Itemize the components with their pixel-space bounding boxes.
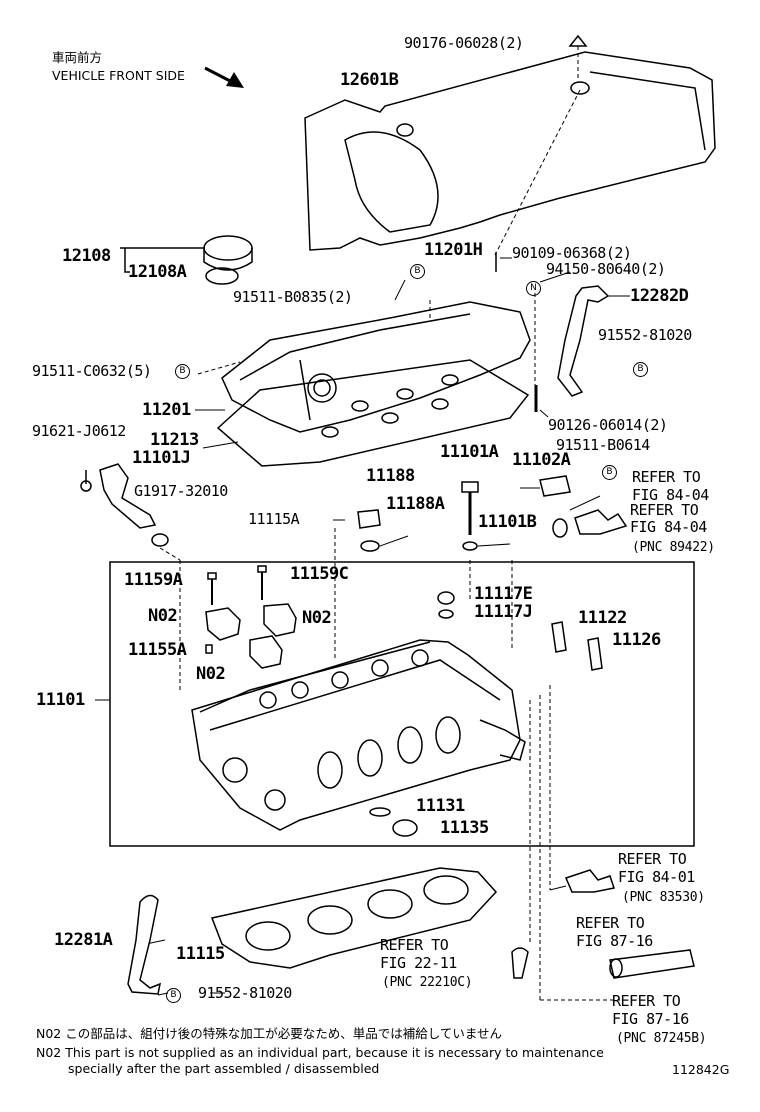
ref-6-line-1: REFER TO — [612, 992, 681, 1010]
cylinder-head-group-box — [109, 561, 695, 847]
ref-4-line-2: FIG 87-16 — [576, 932, 653, 950]
part-11101b: 11101B — [478, 512, 537, 532]
part-11155a: 11155A — [128, 640, 187, 660]
part-11102a: 11102A — [512, 450, 571, 470]
part-11115: 11115 — [176, 944, 225, 964]
ref-5-line-1: REFER TO — [380, 936, 449, 954]
part-11159c: 11159C — [290, 564, 349, 584]
part-11117e: 11117E — [474, 584, 533, 604]
part-11126: 11126 — [612, 630, 661, 650]
bearing-caps — [205, 565, 297, 669]
ref-4-line-1: REFER TO — [576, 914, 645, 932]
part-12282d: 12282D — [630, 286, 689, 306]
ref-2-line-3: (PNC 89422) — [632, 540, 715, 555]
part-12281a: 12281A — [54, 930, 113, 950]
ref-5-line-2: FIG 22-11 — [380, 954, 457, 972]
part-11117j: 11117J — [474, 602, 533, 622]
part-11135: 11135 — [440, 818, 489, 838]
part-11188a: 11188A — [386, 494, 445, 514]
part-11201: 11201 — [142, 400, 191, 420]
part-94150: 94150-80640(2) — [546, 260, 666, 278]
part-11159a: 11159A — [124, 570, 183, 590]
part-11188: 11188 — [366, 466, 415, 486]
part-11213: 11213 — [150, 430, 199, 450]
valve-cover-gasket — [216, 359, 530, 467]
part-11115a: 11115A — [248, 510, 300, 528]
bolt-11101a — [461, 481, 511, 551]
front-label-en: VEHICLE FRONT SIDE — [52, 68, 185, 83]
part-11131: 11131 — [416, 796, 465, 816]
part-11101a: 11101A — [440, 442, 499, 462]
bracket-12281a — [127, 894, 162, 995]
part-11101: 11101 — [36, 690, 85, 710]
ref-6-line-2: FIG 87-16 — [612, 1010, 689, 1028]
oil-control-valve — [80, 463, 169, 547]
footnote-jp: N02 この部品は、組付け後の特殊な加工が必要なため、単品では補給していません — [36, 1026, 502, 1041]
ref-3-line-1: REFER TO — [618, 850, 687, 868]
front-label-jp: 車両前方 — [52, 50, 103, 65]
cover-nut — [568, 34, 588, 47]
part-11122: 11122 — [578, 608, 627, 628]
ref-1-line-1: REFER TO — [632, 468, 701, 486]
part-91621: 91621-J0612 — [32, 422, 126, 440]
sensor-parts — [520, 475, 628, 538]
head-gasket — [210, 867, 498, 969]
part-12108a: 12108A — [128, 262, 187, 282]
dashed-leaders-top — [197, 46, 581, 385]
note-n02-c: N02 — [196, 664, 226, 684]
marker-b-2: B — [633, 362, 648, 377]
ref-3-line-3: (PNC 83530) — [622, 890, 705, 905]
plug-11188 — [357, 509, 409, 552]
marker-b-3: B — [175, 364, 190, 379]
footnote-en-1: N02 This part is not supplied as an indi… — [36, 1045, 604, 1060]
part-91552-a: 91552-81020 — [598, 326, 692, 344]
front-direction-arrow — [204, 66, 244, 88]
part-91552-b: 91552-81020 — [198, 984, 292, 1002]
marker-b-4: B — [602, 465, 617, 480]
footnote-en-2: specially after the part assembled / dis… — [68, 1061, 380, 1076]
part-90176: 90176-06028(2) — [404, 34, 524, 52]
ref-2-line-1: REFER TO — [630, 501, 699, 519]
part-91511-b0835: 91511-B0835(2) — [233, 288, 353, 306]
engine-cover — [304, 51, 716, 251]
ref-3-line-2: FIG 84-01 — [618, 868, 695, 886]
valve-cover — [221, 301, 531, 438]
marker-n: N — [526, 281, 541, 296]
ref-5-line-3: (PNC 22210C) — [382, 975, 473, 990]
part-12601b: 12601B — [340, 70, 399, 90]
ref-2-line-2: FIG 84-04 — [630, 518, 707, 536]
marker-b-5: B — [166, 988, 181, 1003]
part-91511-c0632: 91511-C0632(5) — [32, 362, 152, 380]
part-11101j: 11101J — [132, 448, 191, 468]
note-n02-a: N02 — [148, 606, 178, 626]
cylinder-head — [191, 639, 526, 831]
part-11201h: 11201H — [424, 240, 483, 260]
small-seals — [369, 591, 603, 837]
ref-6-line-3: (PNC 87245B) — [616, 1031, 707, 1046]
part-90109: 90109-06368(2) — [512, 244, 632, 262]
oil-filler-cap — [120, 235, 253, 285]
figure-id: 112842G — [672, 1062, 730, 1077]
dashed-leaders-box — [334, 528, 551, 1000]
lower-sensors — [511, 869, 695, 1001]
part-g1917: G1917-32010 — [134, 482, 228, 500]
note-n02-b: N02 — [302, 608, 332, 628]
marker-b-1: B — [410, 264, 425, 279]
part-90126: 90126-06014(2) — [548, 416, 668, 434]
ref-1-line-2: FIG 84-04 — [632, 486, 709, 504]
part-91511-b0614: 91511-B0614 — [556, 436, 650, 454]
part-12108: 12108 — [62, 246, 111, 266]
